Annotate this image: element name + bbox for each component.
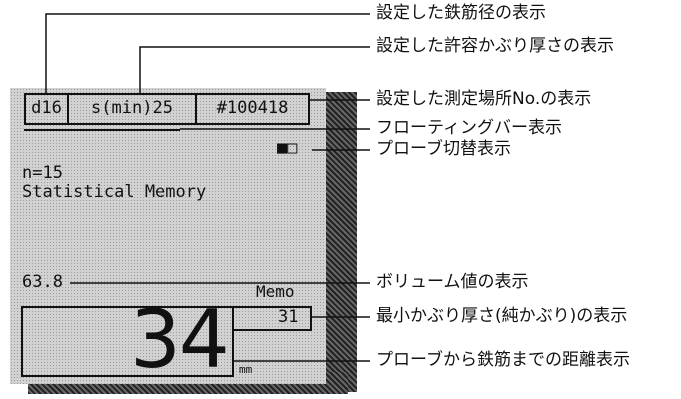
probe-switch-indicator: ■□ bbox=[277, 138, 298, 158]
location-number-cell: #100418 bbox=[195, 93, 310, 125]
rebar-diameter-value: d16 bbox=[31, 98, 62, 118]
callout-rebar-diameter: 設定した鉄筋径の表示 bbox=[376, 3, 546, 23]
location-number-value: #100418 bbox=[216, 98, 289, 118]
callout-distance: プローブから鉄筋までの距離表示 bbox=[376, 350, 630, 370]
floating-bar bbox=[24, 129, 180, 131]
callout-location-number: 設定した測定場所No.の表示 bbox=[376, 89, 592, 109]
callout-min-cover: 最小かぶり厚さ(純かぶり)の表示 bbox=[376, 306, 628, 326]
unit-label: mm bbox=[239, 363, 253, 376]
memo-label: Memo bbox=[256, 282, 295, 301]
distance-display-box bbox=[21, 306, 234, 377]
allowable-cover-value: s(min)25 bbox=[91, 98, 173, 118]
leader-allowable-cover bbox=[139, 46, 370, 93]
display-shadow-right bbox=[325, 92, 357, 392]
sample-count-label: n=15 bbox=[22, 163, 63, 183]
min-cover-value: 31 bbox=[278, 307, 299, 327]
min-cover-box bbox=[232, 306, 312, 331]
callout-volume-value: ボリューム値の表示 bbox=[376, 272, 529, 292]
lcd-display bbox=[10, 88, 326, 384]
callout-allowable-cover: 設定した許容かぶり厚さの表示 bbox=[376, 36, 614, 56]
volume-value: 63.8 bbox=[22, 272, 63, 292]
distance-value: 34 bbox=[130, 293, 230, 386]
callout-floating-bar: フローティングバー表示 bbox=[376, 118, 562, 138]
leader-rebar-diameter bbox=[45, 13, 370, 93]
memory-mode-label: Statistical Memory bbox=[22, 182, 207, 202]
callout-probe-switch: プローブ切替表示 bbox=[376, 139, 511, 159]
